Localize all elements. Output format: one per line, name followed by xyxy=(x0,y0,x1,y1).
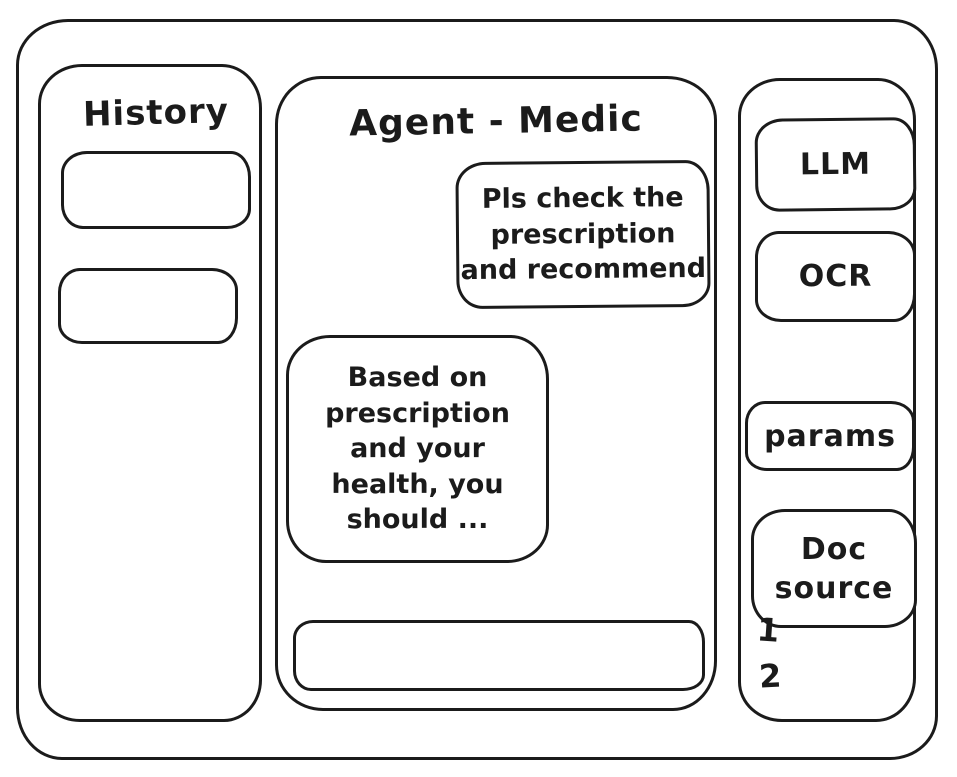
params-button[interactable]: params xyxy=(745,401,915,471)
chat-panel: Agent - Medic Pls check the prescription… xyxy=(275,76,717,711)
ocr-button[interactable]: OCR xyxy=(755,231,916,322)
llm-button[interactable]: LLM xyxy=(754,117,917,212)
history-item[interactable] xyxy=(61,151,251,229)
doc-source-item-2[interactable]: 2 xyxy=(758,656,783,696)
assistant-message-bubble: Based on prescription and your health, y… xyxy=(286,335,549,563)
chat-title: Agent - Medic xyxy=(348,98,644,145)
doc-source-item-1[interactable]: 1 xyxy=(755,610,781,650)
message-input[interactable] xyxy=(293,620,705,691)
tools-panel: LLM OCR params Doc source 1 2 xyxy=(738,78,917,722)
history-panel: History xyxy=(38,64,262,722)
history-title: History xyxy=(82,91,230,135)
user-message-bubble: Pls check the prescription and recommend xyxy=(455,159,711,310)
doc-source-button[interactable]: Doc source xyxy=(751,509,917,628)
history-item[interactable] xyxy=(58,268,238,344)
